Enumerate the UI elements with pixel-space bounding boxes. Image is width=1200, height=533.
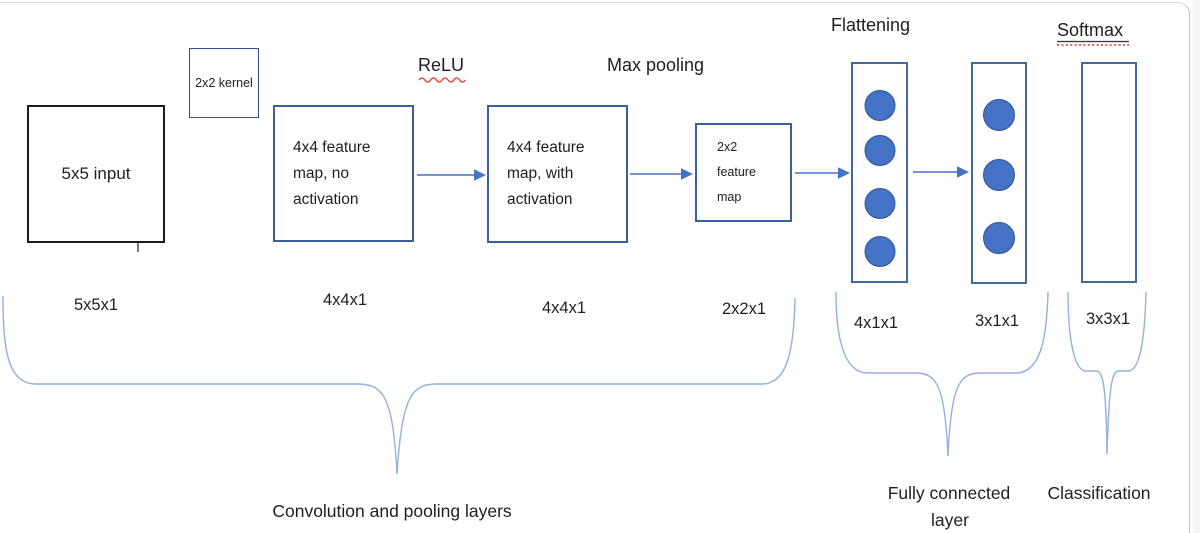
neuron-circle[interactable]: [983, 222, 1015, 254]
dim-label-fm1[interactable]: 4x4x1: [322, 291, 368, 309]
dim-label-flatten[interactable]: 4x1x1: [853, 314, 899, 332]
arrow-fm2-to-pool[interactable]: [630, 168, 693, 180]
brace-fully-connected[interactable]: [835, 291, 1049, 457]
feature-map-text-line: map, with: [507, 165, 574, 182]
spellcheck-squiggle-relu: [418, 77, 466, 83]
page-right-gutter: [1193, 0, 1200, 533]
softmax-label[interactable]: Softmax: [1057, 20, 1124, 40]
caption-classification[interactable]: Classification: [1047, 483, 1151, 503]
pool-box-text-line: feature: [717, 165, 756, 179]
dim-label-fc[interactable]: 3x1x1: [974, 312, 1020, 330]
input-box-label: 5x5 input: [61, 164, 131, 183]
dim-label-input[interactable]: 5x5x1: [73, 296, 119, 314]
flatten-column[interactable]: [851, 62, 908, 283]
feature-map-with-activation-box[interactable]: 4x4 feature map, with activation: [487, 105, 628, 243]
fully-connected-column[interactable]: [971, 62, 1027, 284]
neuron-circle[interactable]: [983, 99, 1015, 131]
dim-label-fm2[interactable]: 4x4x1: [541, 299, 587, 317]
softmax-column[interactable]: [1081, 62, 1137, 283]
brace-conv-pool[interactable]: [2, 295, 796, 475]
neuron-circle[interactable]: [864, 90, 895, 121]
feature-map-text-line: 4x4 feature: [507, 139, 585, 156]
feature-map-text-line: activation: [293, 190, 359, 208]
caption-conv-pool[interactable]: Convolution and pooling layers: [272, 501, 512, 521]
arrow-pool-to-flatten[interactable]: [795, 167, 850, 179]
neuron-circle[interactable]: [864, 135, 895, 166]
max-pooling-label[interactable]: Max pooling: [607, 55, 705, 75]
neuron-circle[interactable]: [983, 159, 1015, 191]
caption-fully-connected-line1[interactable]: Fully connected: [887, 483, 1011, 503]
flattening-label[interactable]: Flattening: [831, 15, 911, 35]
neuron-circle[interactable]: [864, 236, 895, 267]
relu-label[interactable]: ReLU: [418, 55, 465, 75]
feature-map-text-line: activation: [507, 191, 573, 208]
kernel-box-label: 2x2 kernel: [195, 76, 253, 90]
pooled-feature-map-box[interactable]: 2x2 feature map: [695, 123, 792, 222]
brace-classification[interactable]: [1067, 291, 1147, 455]
caption-fully-connected-line2[interactable]: layer: [931, 510, 969, 530]
pool-box-text-line: 2x2: [717, 140, 738, 154]
feature-map-no-activation-box[interactable]: 4x4 feature map, no activation: [273, 105, 414, 242]
dim-label-pool[interactable]: 2x2x1: [721, 300, 767, 318]
feature-map-text-line: 4x4 feature: [293, 138, 371, 156]
neuron-circle[interactable]: [864, 188, 895, 219]
pool-box-text-line: map: [717, 190, 742, 204]
dim-label-softmax[interactable]: 3x3x1: [1085, 310, 1131, 328]
arrow-fm1-to-fm2[interactable]: [417, 169, 486, 181]
feature-map-text-line: map, no: [293, 164, 350, 182]
kernel-box[interactable]: 2x2 kernel: [189, 48, 259, 118]
input-box[interactable]: 5x5 input: [27, 105, 165, 243]
arrow-flatten-to-fc[interactable]: [913, 166, 969, 178]
